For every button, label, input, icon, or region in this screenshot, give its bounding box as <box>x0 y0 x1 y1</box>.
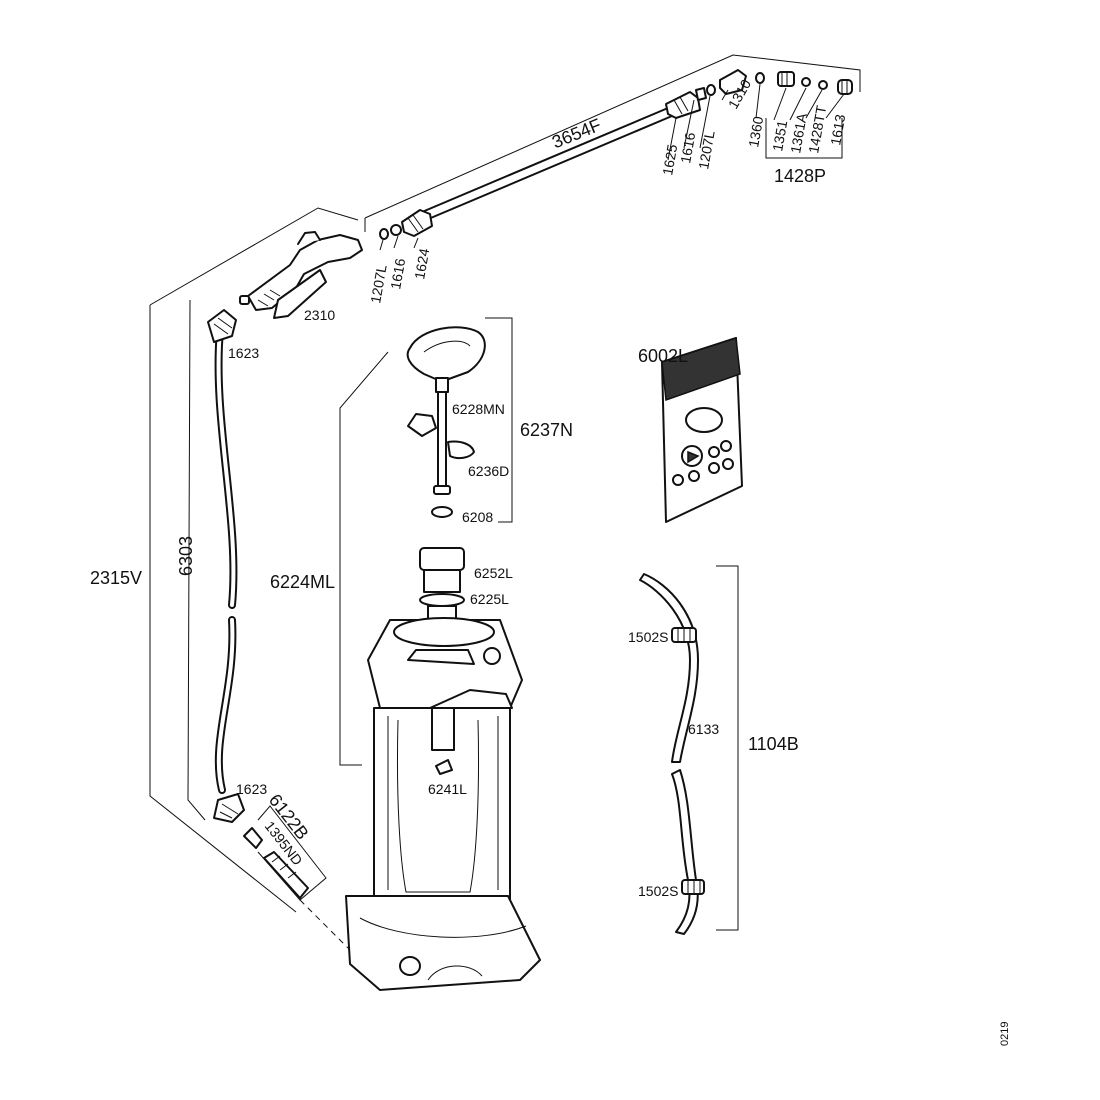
o-ring <box>419 593 465 607</box>
washer-1616 <box>390 224 402 236</box>
pump-rod <box>437 391 447 489</box>
coupling-nut <box>401 209 433 237</box>
label-6241L: 6241L <box>428 781 467 797</box>
label-1428TT: 1428TT <box>805 104 829 155</box>
label-1104B: 1104B <box>748 734 799 754</box>
label-sheet <box>661 337 743 523</box>
oring-1207L <box>379 228 389 240</box>
pump-handle-grip <box>406 326 486 381</box>
lance-assembly <box>364 54 861 251</box>
hose <box>149 299 297 913</box>
clip <box>407 413 437 437</box>
spray-handle <box>149 207 363 319</box>
label-1623-bottom: 1623 <box>236 781 267 797</box>
label-1360: 1360 <box>745 115 766 149</box>
label-1207L-bottom: 1207L <box>367 263 390 304</box>
nozzle-cap <box>837 79 853 95</box>
connector <box>243 827 263 849</box>
pump-handle-stem <box>435 377 449 393</box>
part-labels: 3654F 1428P 1625 1616 1207L 1310 1360 13… <box>90 76 1011 1046</box>
label-6237N: 6237N <box>520 420 573 440</box>
label-6303: 6303 <box>176 536 196 576</box>
tank <box>339 351 541 991</box>
drawing-code: 0219 <box>999 1022 1011 1046</box>
lance-nut <box>665 91 701 119</box>
label-6252L: 6252L <box>474 565 513 581</box>
label-1623-top: 1623 <box>228 345 259 361</box>
label-6228MN: 6228MN <box>452 401 505 417</box>
strap-clip-bottom <box>681 879 705 895</box>
label-1625: 1625 <box>659 143 680 177</box>
label-2315V: 2315V <box>90 568 142 588</box>
bottom-valve <box>435 759 453 775</box>
hose-nut-top <box>207 309 237 343</box>
washer <box>695 87 707 101</box>
nozzle-elbow <box>719 69 747 95</box>
label-6133: 6133 <box>688 721 719 737</box>
strap-bottom <box>671 769 699 935</box>
filter-connector <box>243 805 409 991</box>
label-1616-top: 1616 <box>677 131 698 165</box>
nozzle-body <box>777 71 795 87</box>
label-6225L: 6225L <box>470 591 509 607</box>
pump-cylinder <box>431 707 455 751</box>
strap-assembly <box>639 565 739 935</box>
label-2310: 2310 <box>304 307 335 323</box>
label-1361A: 1361A <box>787 111 810 154</box>
tank-base <box>345 895 541 991</box>
tank-cap <box>419 547 465 571</box>
label-1351: 1351 <box>769 119 790 153</box>
filter <box>263 851 309 899</box>
label-1613: 1613 <box>827 113 848 147</box>
label-1207L-top: 1207L <box>695 129 718 170</box>
label-1428P: 1428P <box>774 166 826 186</box>
label-1502S-top: 1502S <box>628 629 668 645</box>
pump-group <box>406 317 513 523</box>
label-6002L: 6002L <box>638 346 688 366</box>
label-1502S-bottom: 1502S <box>638 883 678 899</box>
label-6208: 6208 <box>462 509 493 525</box>
valve-disc <box>431 506 453 518</box>
label-1616-bottom: 1616 <box>387 257 408 291</box>
label-6236D: 6236D <box>468 463 509 479</box>
label-1624: 1624 <box>411 247 432 281</box>
label-6224ML: 6224ML <box>270 572 335 592</box>
